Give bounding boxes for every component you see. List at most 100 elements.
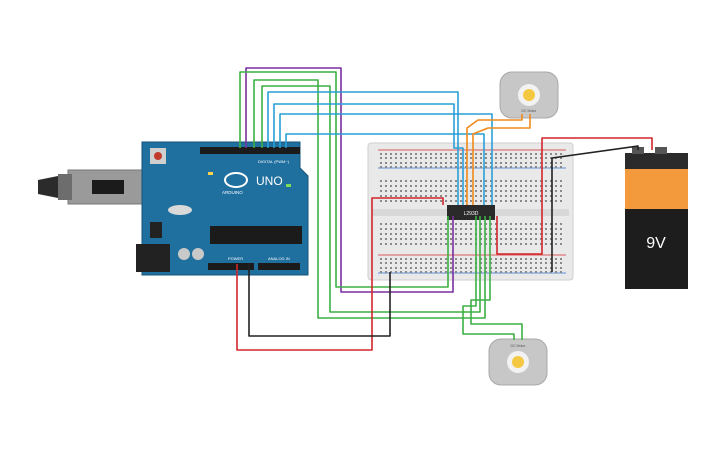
breadboard-hole <box>545 162 547 164</box>
breadboard-hole <box>530 153 532 155</box>
breadboard-hole <box>490 267 492 269</box>
motor-bottom[interactable]: DC Motor <box>488 338 548 386</box>
breadboard-hole <box>410 228 412 230</box>
wire-blue-4[interactable] <box>285 133 485 205</box>
breadboard-hole <box>475 157 477 159</box>
breadboard-hole <box>465 180 467 182</box>
breadboard-hole <box>500 180 502 182</box>
breadboard-hole <box>530 233 532 235</box>
battery-9v[interactable]: 9V <box>625 147 688 289</box>
breadboard-hole <box>455 195 457 197</box>
wire-blue-2[interactable] <box>273 103 464 205</box>
breadboard-hole <box>490 200 492 202</box>
breadboard-hole <box>390 195 392 197</box>
breadboard-hole <box>390 166 392 168</box>
breadboard-hole <box>430 195 432 197</box>
arduino-uno[interactable]: UNO ARDUINO DIGITAL (PWM~) POWER ANALOG … <box>38 141 309 276</box>
breadboard-hole <box>470 190 472 192</box>
breadboard-hole <box>505 185 507 187</box>
wire-purple[interactable] <box>245 67 454 293</box>
breadboard-hole <box>420 238 422 240</box>
breadboard-hole <box>395 271 397 273</box>
breadboard-hole <box>475 195 477 197</box>
breadboard-hole <box>550 153 552 155</box>
breadboard-hole <box>500 190 502 192</box>
breadboard-hole <box>495 271 497 273</box>
wire-blue-3[interactable] <box>279 113 493 205</box>
wire-green-1[interactable] <box>239 71 449 288</box>
breadboard-hole <box>505 200 507 202</box>
wire-green-3[interactable] <box>261 85 481 313</box>
breadboard-hole <box>475 180 477 182</box>
board-model-label: UNO <box>256 174 283 188</box>
breadboard-hole <box>385 271 387 273</box>
breadboard-hole <box>535 162 537 164</box>
breadboard-hole <box>490 190 492 192</box>
wire-green-motor-2[interactable] <box>470 216 523 340</box>
breadboard-hole <box>480 262 482 264</box>
breadboard-hole <box>470 157 472 159</box>
usb-plug <box>58 174 72 200</box>
breadboard-hole <box>435 243 437 245</box>
breadboard-hole <box>425 153 427 155</box>
breadboard-hole <box>465 162 467 164</box>
breadboard-hole <box>500 195 502 197</box>
breadboard-hole <box>415 243 417 245</box>
breadboard-hole <box>535 262 537 264</box>
motor-top[interactable]: DC Motor <box>499 71 559 119</box>
breadboard-hole <box>380 262 382 264</box>
breadboard-hole <box>425 262 427 264</box>
breadboard-hole <box>395 228 397 230</box>
wire-red-battery[interactable] <box>496 137 653 255</box>
wire-orange-1[interactable] <box>466 114 523 205</box>
breadboard-hole <box>400 243 402 245</box>
breadboard-hole <box>475 185 477 187</box>
breadboard-hole <box>440 162 442 164</box>
breadboard-hole <box>540 228 542 230</box>
l293d-driver[interactable]: L293D <box>447 205 495 220</box>
breadboard-hole <box>430 200 432 202</box>
breadboard-hole <box>520 233 522 235</box>
wire-green-motor[interactable] <box>462 216 515 340</box>
reset-button-cap[interactable] <box>154 152 162 160</box>
breadboard-hole <box>535 233 537 235</box>
breadboard-hole <box>485 262 487 264</box>
wire-black-gnd[interactable] <box>248 264 391 337</box>
breadboard-hole <box>430 238 432 240</box>
breadboard-hole <box>380 190 382 192</box>
breadboard-hole <box>470 271 472 273</box>
breadboard-hole <box>460 238 462 240</box>
breadboard-hole <box>460 166 462 168</box>
breadboard-hole <box>550 195 552 197</box>
breadboard-hole <box>420 157 422 159</box>
breadboard-hole <box>545 185 547 187</box>
breadboard-hole <box>510 190 512 192</box>
breadboard-hole <box>480 157 482 159</box>
breadboard-hole <box>380 238 382 240</box>
breadboard-hole <box>470 228 472 230</box>
wire-orange-2[interactable] <box>472 114 531 205</box>
breadboard-hole <box>405 166 407 168</box>
wire-black-battery[interactable] <box>551 145 639 272</box>
breadboard-hole <box>450 258 452 260</box>
breadboard-hole <box>380 271 382 273</box>
breadboard-hole <box>425 157 427 159</box>
wire-red-5v[interactable] <box>236 197 444 351</box>
breadboard-hole <box>550 258 552 260</box>
breadboard-hole <box>510 233 512 235</box>
breadboard-hole <box>545 258 547 260</box>
breadboard-hole <box>550 200 552 202</box>
breadboard-hole <box>410 162 412 164</box>
breadboard-hole <box>385 200 387 202</box>
breadboard-hole <box>490 271 492 273</box>
breadboard-hole <box>405 162 407 164</box>
breadboard-hole <box>425 271 427 273</box>
wires[interactable] <box>236 67 653 351</box>
breadboard-hole <box>485 228 487 230</box>
breadboard-hole <box>535 228 537 230</box>
breadboard-hole <box>460 185 462 187</box>
breadboard-hole <box>395 267 397 269</box>
wire-green-2[interactable] <box>253 79 486 319</box>
breadboard-hole <box>445 223 447 225</box>
